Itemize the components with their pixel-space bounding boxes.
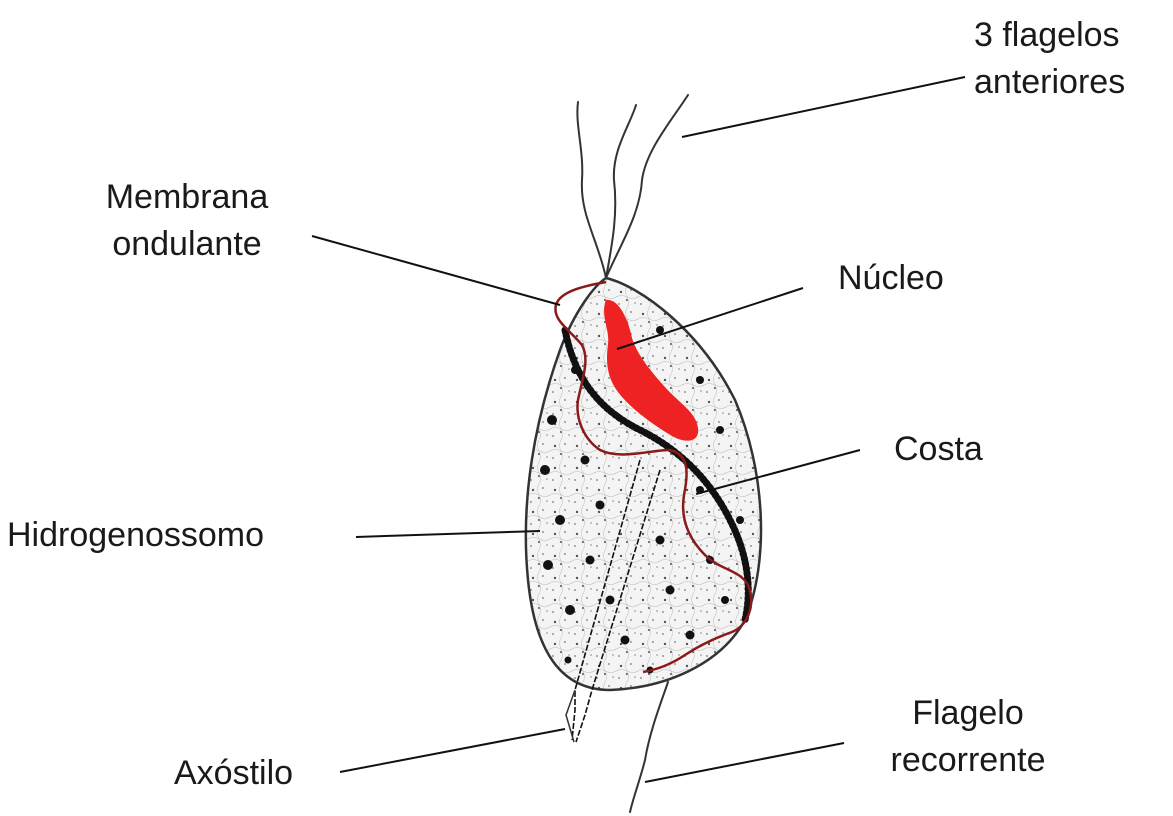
label-hydrogenosome: Hidrogenossomo <box>7 516 264 554</box>
anterior-flagella <box>577 95 688 278</box>
label-recurrent-line1: Flagelo <box>912 694 1024 732</box>
leader-undulating-membrane <box>312 236 560 305</box>
label-axostyle: Axóstilo <box>174 754 293 792</box>
label-anterior-flagella-line2: anteriores <box>974 63 1125 101</box>
label-recurrent-line2: recorrente <box>891 741 1046 779</box>
leader-axostyle <box>340 729 565 772</box>
leader-recurrent-flagellum <box>645 743 844 782</box>
label-anterior-flagella-line1: 3 flagelos <box>974 16 1120 54</box>
recurrent-flagellum <box>630 682 668 812</box>
label-membrane-line2: ondulante <box>112 225 261 263</box>
label-costa: Costa <box>894 430 983 468</box>
label-nucleus: Núcleo <box>838 259 944 297</box>
leader-anterior-flagella <box>682 77 965 137</box>
leader-hydrogenosome <box>356 531 540 537</box>
label-membrane-line1: Membrana <box>106 178 269 216</box>
